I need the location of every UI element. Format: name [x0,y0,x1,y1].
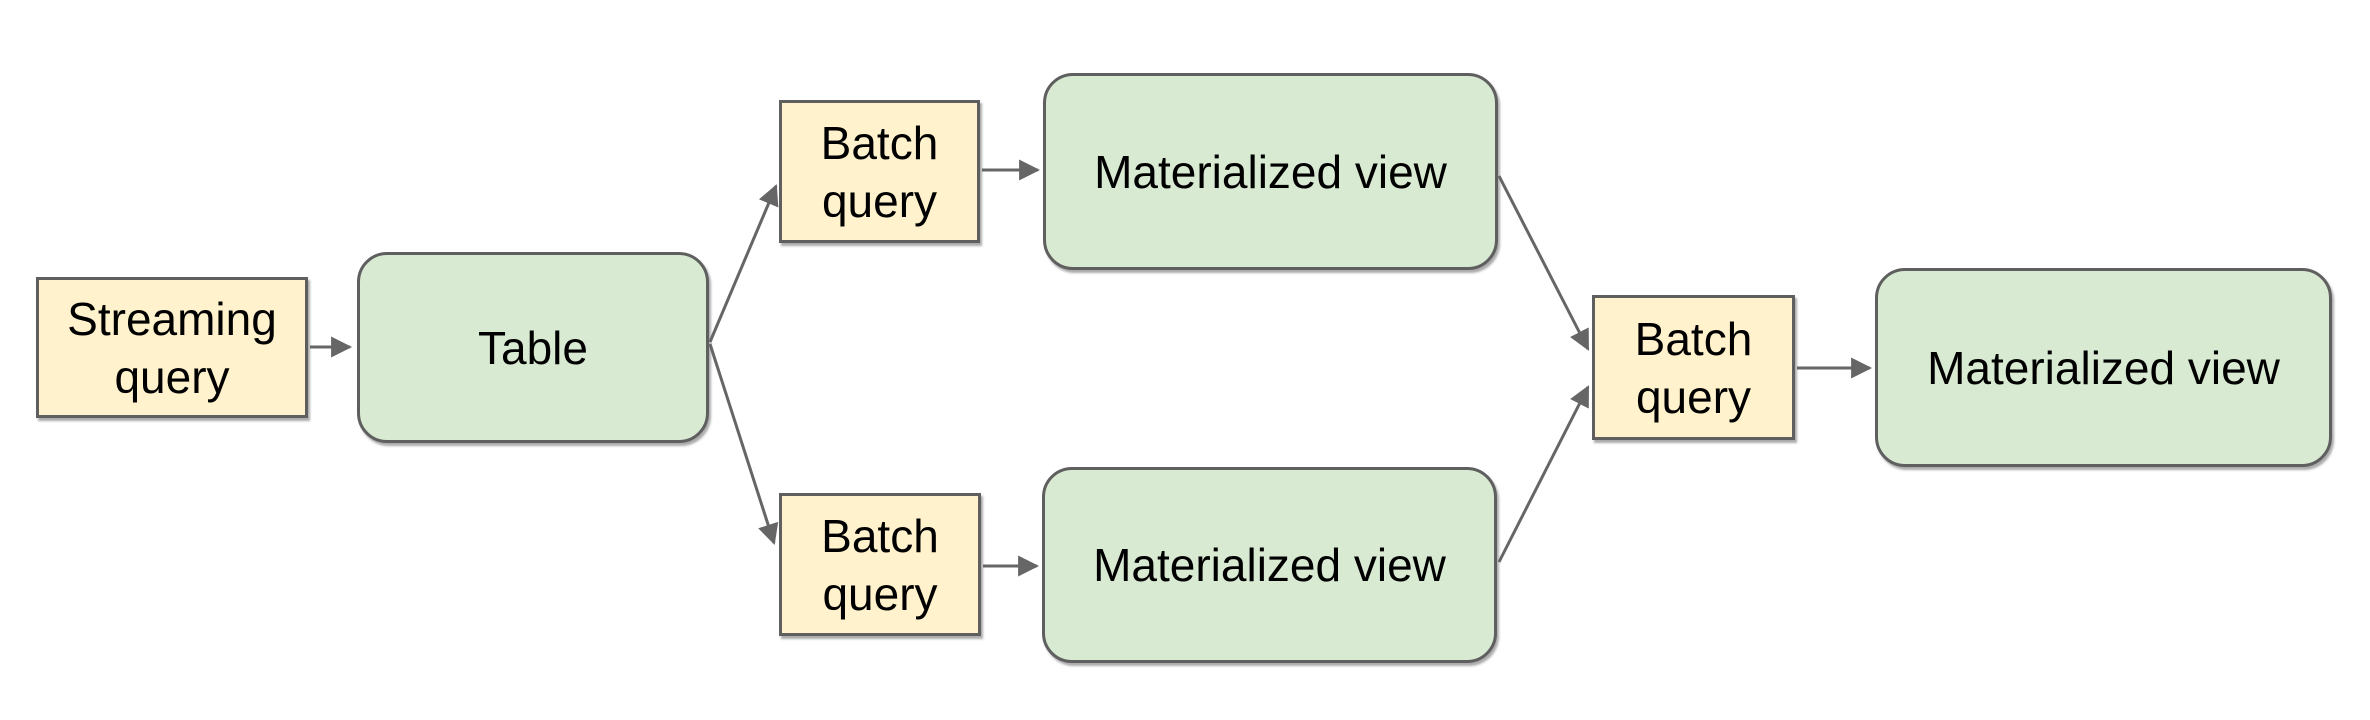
node-batch-query-bottom: Batch query [779,493,981,636]
node-batch-query-right: Batch query [1592,295,1795,440]
node-streaming-query: Streaming query [36,277,308,418]
node-batch-query-top-label: Batch query [820,116,939,227]
node-table-label: Table [478,321,588,374]
node-materialized-view-bottom: Materialized view [1042,467,1497,663]
node-materialized-view-top-label: Materialized view [1094,145,1447,198]
node-materialized-view-right-label: Materialized view [1927,341,2280,394]
edge-materialized-view-top-to-batch-query-right [1497,175,1590,351]
node-materialized-view-right: Materialized view [1875,268,2332,467]
edge-table-to-batch-query-bottom [708,343,779,545]
node-materialized-view-bottom-label: Materialized view [1093,539,1446,591]
edge-materialized-view-bottom-to-batch-query-right [1497,385,1590,563]
edge-table-to-batch-query-top [708,184,779,343]
node-materialized-view-top: Materialized view [1043,73,1498,270]
node-streaming-query-label: Streaming query [67,292,277,403]
node-batch-query-top: Batch query [779,100,980,243]
node-table: Table [357,252,709,443]
node-batch-query-right-label: Batch query [1634,312,1753,423]
node-batch-query-bottom-label: Batch query [821,509,939,620]
